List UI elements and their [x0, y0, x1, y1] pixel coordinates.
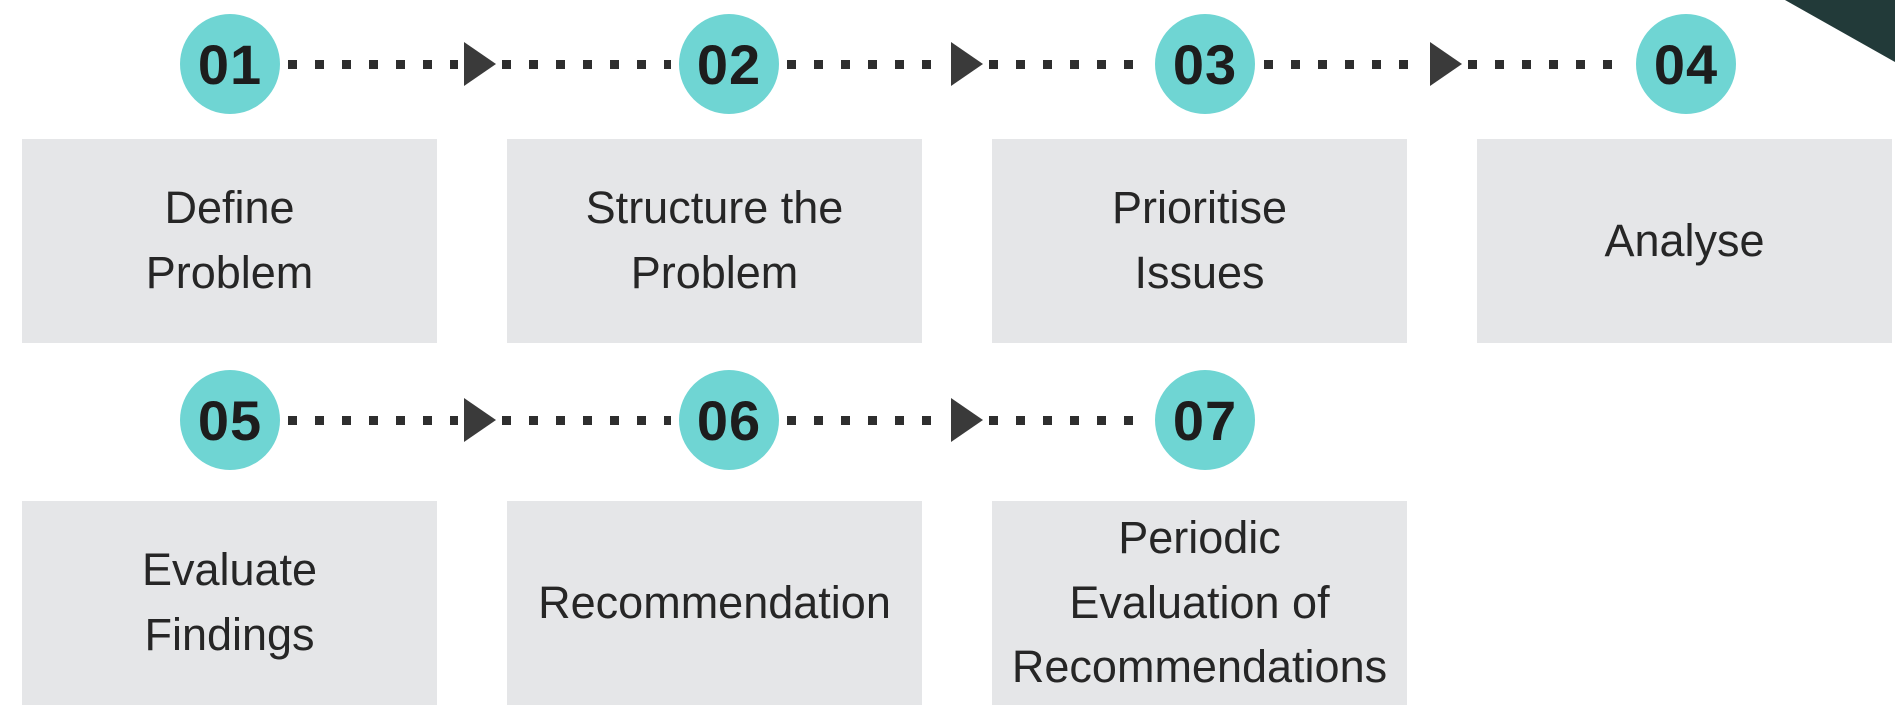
step-box-structure-the-problem: Structure the Problem	[507, 139, 922, 343]
step-box-analyse: Analyse	[1477, 139, 1892, 343]
step-label: Analyse	[1604, 214, 1765, 266]
step-number: 02	[696, 32, 762, 96]
step-label: Prioritise Issues	[1111, 182, 1288, 298]
step-box-evaluate-findings: Evaluate Findings	[22, 501, 437, 705]
dotted-connector-01-02	[288, 42, 671, 86]
step-circle-06: 06	[679, 370, 779, 470]
dotted-line	[1264, 59, 1424, 69]
step-number: 01	[197, 32, 263, 96]
dotted-line	[787, 59, 945, 69]
step-circle-01: 01	[180, 14, 280, 114]
step-circle-07: 07	[1155, 370, 1255, 470]
step-label: Evaluate Findings	[141, 544, 318, 660]
arrow-right-icon	[951, 42, 983, 86]
dotted-line	[501, 59, 671, 69]
dotted-connector-06-07	[787, 398, 1147, 442]
step-label: Recommendation	[538, 576, 891, 628]
step-circle-03: 03	[1155, 14, 1255, 114]
step-label: Periodic Evaluation of Recommendations	[1011, 511, 1388, 693]
dotted-line	[989, 415, 1147, 425]
dotted-line	[989, 59, 1147, 69]
step-number: 04	[1653, 32, 1719, 96]
dotted-line	[288, 59, 458, 69]
step-number: 07	[1172, 388, 1238, 452]
step-number: 03	[1172, 32, 1238, 96]
step-circle-04: 04	[1636, 14, 1736, 114]
arrow-right-icon	[951, 398, 983, 442]
corner-accent-triangle	[1785, 0, 1895, 62]
dotted-connector-02-03	[787, 42, 1147, 86]
step-box-define-problem: Define Problem	[22, 139, 437, 343]
step-box-recommendation: Recommendation	[507, 501, 922, 705]
step-number: 05	[197, 388, 263, 452]
step-label: Define Problem	[145, 182, 314, 298]
step-box-periodic-evaluation: Periodic Evaluation of Recommendations	[992, 501, 1407, 705]
arrow-right-icon	[463, 398, 496, 442]
dotted-line	[787, 415, 945, 425]
step-label: Structure the Problem	[585, 182, 844, 298]
step-circle-05: 05	[180, 370, 280, 470]
arrow-right-icon	[463, 42, 496, 86]
arrow-right-icon	[1430, 42, 1462, 86]
dotted-line	[501, 415, 671, 425]
step-number: 06	[696, 388, 762, 452]
step-circle-02: 02	[679, 14, 779, 114]
step-box-prioritise-issues: Prioritise Issues	[992, 139, 1407, 343]
dotted-connector-03-04	[1264, 42, 1628, 86]
dotted-line	[1468, 59, 1628, 69]
dotted-line	[288, 415, 458, 425]
dotted-connector-05-06	[288, 398, 671, 442]
